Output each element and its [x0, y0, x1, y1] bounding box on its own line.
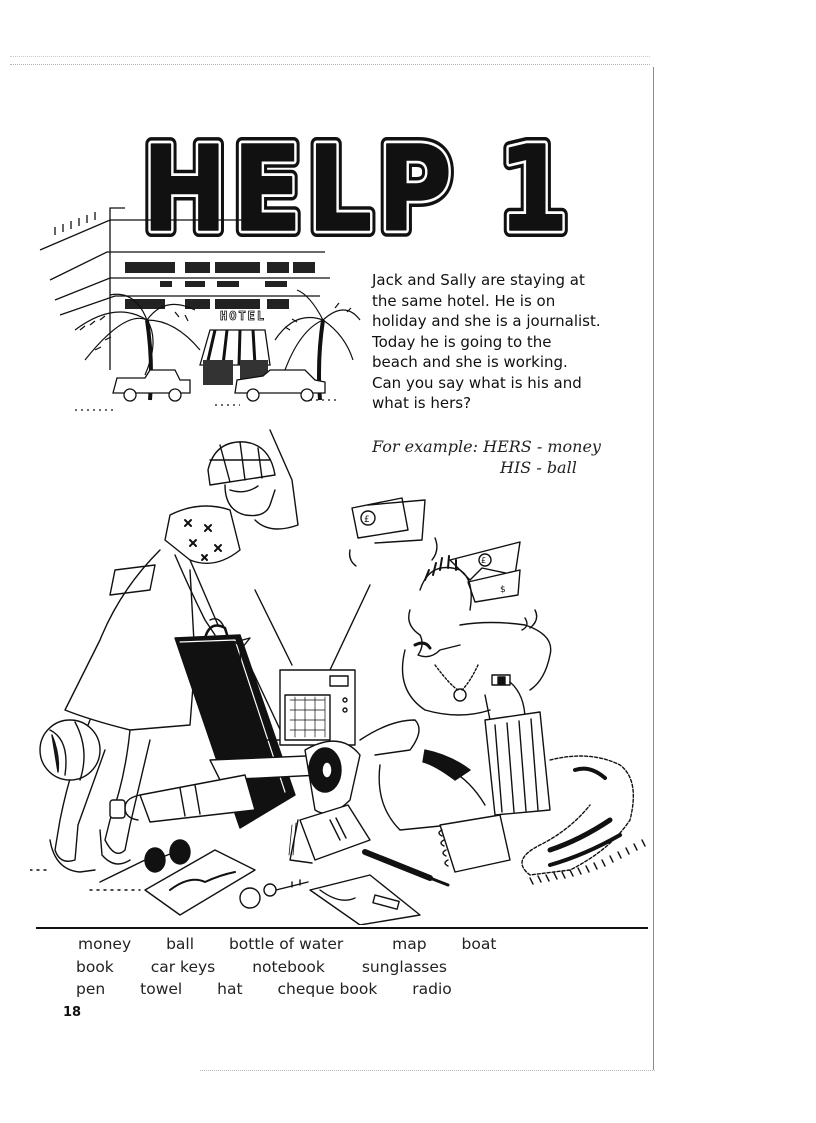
sunglasses-drawing — [99, 839, 191, 883]
intro-line: what is hers? — [372, 394, 472, 412]
word-bank-item: notebook — [252, 957, 325, 976]
hotel-illustration: HOTEL — [39, 207, 361, 411]
notebook-drawing — [438, 814, 511, 873]
example-hers: HERS - money — [483, 437, 601, 456]
example-label: For example: — [372, 437, 479, 456]
word-bank-row: money ball bottle of water map boat — [78, 933, 526, 956]
word-bank-item: book — [76, 957, 114, 976]
page-number: 18 — [63, 1005, 82, 1020]
word-bank: money ball bottle of water map boat book… — [76, 933, 526, 1001]
intro-line: holiday and she is a journalist. — [372, 312, 601, 330]
word-bank-item: towel — [140, 980, 183, 998]
word-bank-item: map — [392, 935, 427, 953]
word-bank-item: boat — [461, 935, 497, 953]
towel-drawing — [484, 711, 646, 885]
word-bank-item: pen — [76, 980, 106, 998]
banknote-symbol: £ — [364, 515, 370, 525]
word-bank-item: sunglasses — [361, 957, 447, 976]
scan-edge-bottom — [200, 1070, 655, 1071]
ball-drawing — [39, 719, 101, 781]
word-bank-item: hat — [217, 980, 243, 998]
intro-paragraph: Jack and Sally are staying at the same h… — [372, 270, 642, 414]
book-drawing — [288, 804, 371, 864]
page-title-text-core: HELP 1 — [142, 130, 574, 245]
car-keys-drawing — [239, 879, 309, 909]
hotel-sign: HOTEL — [220, 309, 266, 323]
scan-edge-top-inner — [10, 64, 650, 65]
page-title: HELP 1 HELP 1 HELP 1 — [140, 130, 575, 245]
banknote-symbol: £ — [481, 556, 486, 565]
intro-line: Jack and Sally are staying at — [372, 271, 585, 289]
map-drawing — [144, 849, 256, 916]
intro-line: beach and she is working. — [372, 353, 568, 371]
intro-line: Can you say what is his and — [372, 373, 582, 392]
example-his: HIS - ball — [500, 458, 577, 477]
cheque-book-drawing — [309, 874, 421, 925]
word-bank-item: radio — [412, 980, 452, 998]
word-bank-row: pen towel hat cheque book radio — [76, 978, 526, 1001]
example-row-his: HIS - ball — [372, 457, 652, 478]
intro-line: Today he is going to the — [372, 332, 552, 351]
word-bank-item: bottle of water — [228, 935, 344, 953]
man-figure — [359, 555, 552, 831]
pen-drawing — [362, 849, 450, 887]
word-bank-item: ball — [166, 935, 195, 953]
word-bank-item: cheque book — [277, 980, 378, 998]
word-bank-row: book car keys notebook sunglasses — [76, 956, 526, 979]
page-title-text: HELP 1 — [142, 130, 574, 245]
example-row-hers: For example: HERS - money — [372, 436, 652, 457]
bottle-drawing — [109, 774, 256, 823]
word-bank-item: car keys — [150, 957, 216, 976]
banknote-symbol: $ — [500, 585, 506, 595]
woman-figure — [49, 429, 299, 873]
page-right-border — [653, 67, 654, 1070]
beach-scene-illustration: £ £ $ — [30, 429, 646, 925]
handwritten-example: For example: HERS - money HIS - ball — [372, 436, 652, 478]
page-title-text-inner: HELP 1 — [142, 130, 574, 245]
radio-drawing — [254, 584, 371, 746]
boat-drawing — [209, 637, 331, 781]
scan-edge-top — [10, 56, 650, 57]
divider-rule — [36, 927, 648, 929]
hat-drawing — [304, 740, 361, 814]
banknotes-drawing: £ £ $ — [348, 497, 538, 631]
word-bank-item: money — [78, 935, 132, 953]
intro-line: the same hotel. He is on — [372, 291, 556, 310]
